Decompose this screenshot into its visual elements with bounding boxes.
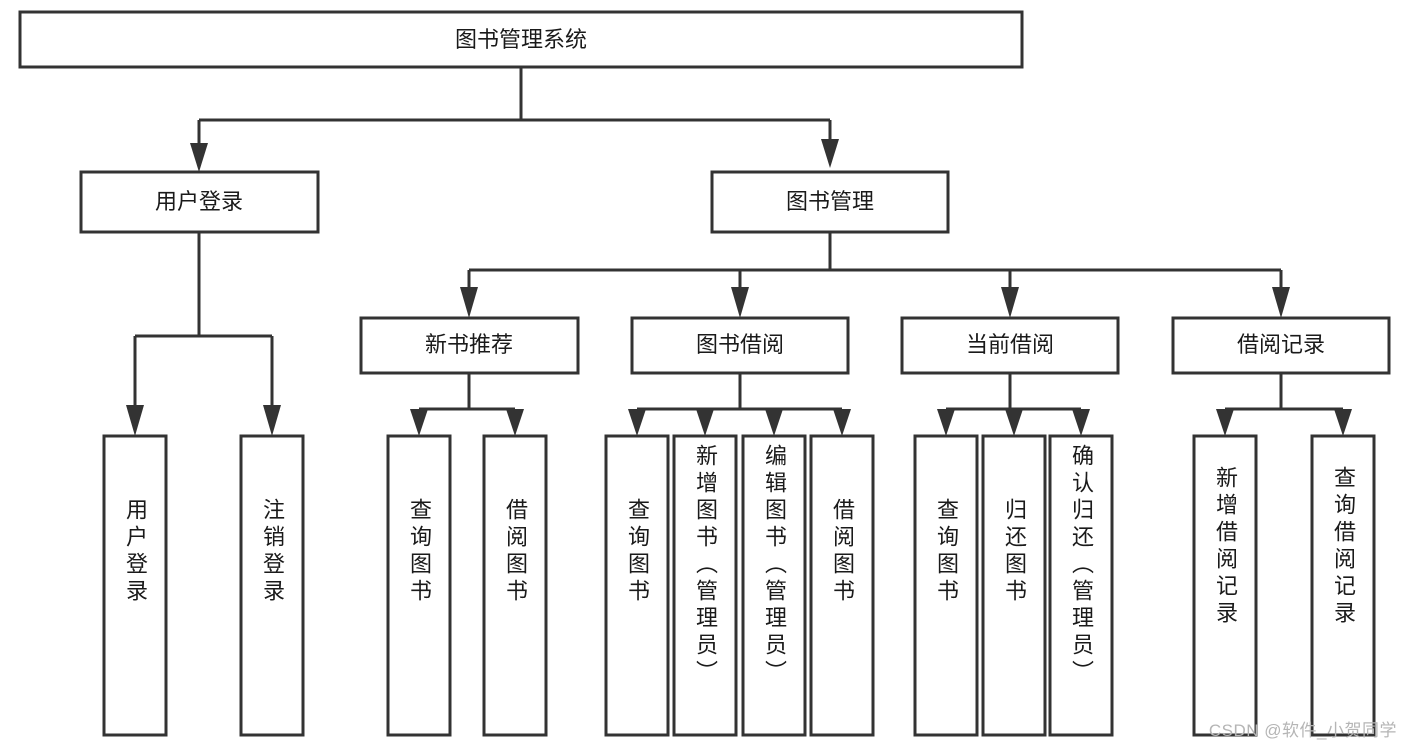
watermark-text: CSDN @软件_小贺同学 xyxy=(1208,721,1397,740)
node-borrow-record[interactable] xyxy=(1171,316,1391,375)
arrow-book-manage xyxy=(821,139,839,168)
node-new-book-rec[interactable] xyxy=(359,316,580,375)
arrow-leaf-rec-search xyxy=(1334,409,1352,436)
arrow-leaf-borrow-query xyxy=(628,409,646,436)
node-leaf-rec-add[interactable] xyxy=(1192,434,1258,737)
node-leaf-user-logout[interactable] xyxy=(239,434,305,737)
node-new-book-rec-label: 新书推荐 xyxy=(425,332,513,357)
node-book-borrow-label: 图书借阅 xyxy=(696,332,784,357)
arrow-new-book-rec xyxy=(460,287,478,318)
node-leaf-borrow-query[interactable] xyxy=(604,434,670,737)
arrow-leaf-rec-borrow xyxy=(506,409,524,436)
node-book-manage-label: 图书管理 xyxy=(786,189,874,214)
arrow-borrow-record xyxy=(1272,287,1290,318)
node-leaf-rec-search[interactable] xyxy=(1310,434,1376,737)
node-leaf-user-login[interactable] xyxy=(102,434,168,737)
node-current-borrow[interactable] xyxy=(900,316,1120,375)
node-user-login-label: 用户登录 xyxy=(155,189,243,214)
arrow-leaf-user-logout xyxy=(263,405,281,436)
node-leaf-cur-return[interactable] xyxy=(981,434,1047,737)
arrow-leaf-cur-confirm xyxy=(1072,409,1090,436)
node-leaf-borrow-lend[interactable] xyxy=(809,434,875,737)
arrow-leaf-user-login xyxy=(126,405,144,436)
node-book-borrow[interactable] xyxy=(630,316,850,375)
arrow-leaf-borrow-edit xyxy=(765,409,783,436)
arrow-leaf-cur-return xyxy=(1005,409,1023,436)
node-leaf-cur-confirm[interactable] xyxy=(1048,434,1114,737)
node-leaf-cur-query[interactable] xyxy=(913,434,979,737)
arrow-current-borrow xyxy=(1001,287,1019,318)
node-root-label: 图书管理系统 xyxy=(455,27,587,52)
node-leaf-borrow-edit[interactable] xyxy=(741,434,807,737)
node-root[interactable] xyxy=(18,10,1024,69)
arrow-leaf-cur-query xyxy=(937,409,955,436)
node-borrow-record-label: 借阅记录 xyxy=(1237,332,1325,357)
node-book-manage[interactable] xyxy=(710,170,950,234)
arrow-book-borrow xyxy=(731,287,749,318)
node-current-borrow-label: 当前借阅 xyxy=(966,332,1054,357)
connector-layer xyxy=(126,67,1352,436)
arrow-leaf-rec-query xyxy=(410,409,428,436)
node-user-login[interactable] xyxy=(79,170,320,234)
arrow-leaf-borrow-lend xyxy=(833,409,851,436)
node-leaf-borrow-add[interactable] xyxy=(672,434,738,737)
arrow-leaf-borrow-add xyxy=(696,409,714,436)
arrow-user-login xyxy=(190,143,208,172)
node-leaf-rec-borrow[interactable] xyxy=(482,434,548,737)
node-layer: 图书管理系统 用户登录 图书管理 新书推荐 图书借阅 当前借阅 借阅记录 xyxy=(18,10,1391,737)
arrow-leaf-rec-add xyxy=(1216,409,1234,436)
node-leaf-rec-query[interactable] xyxy=(386,434,452,737)
